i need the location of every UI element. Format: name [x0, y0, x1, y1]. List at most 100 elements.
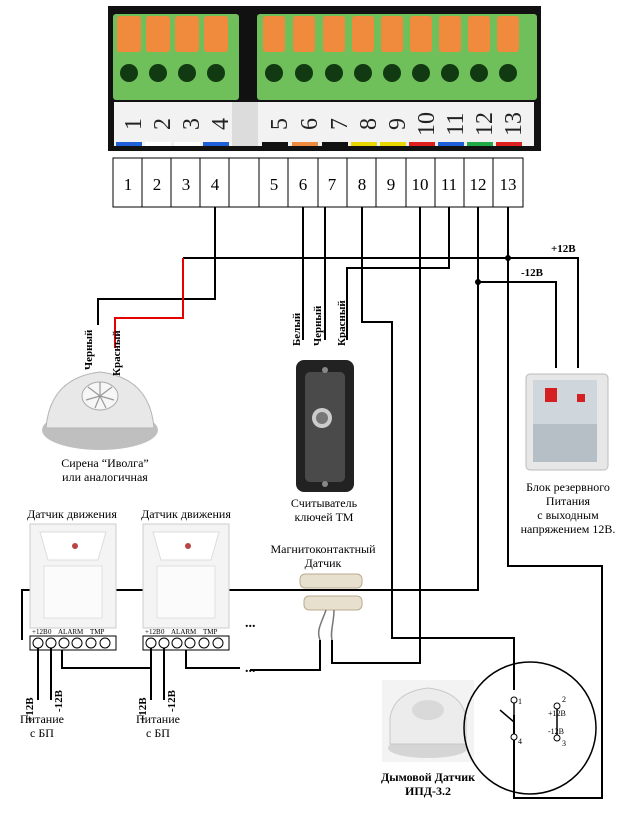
siren-caption-line1: Сирена “Иволга” — [61, 456, 149, 470]
label-reader-white: Белый — [291, 312, 303, 346]
m1-pin-p12: +12В — [32, 628, 48, 636]
motion2-power-line1: Питание — [136, 712, 180, 726]
wire-motion-bridge — [61, 650, 150, 669]
m1-pin-0: 0 — [48, 628, 52, 636]
terminal-5: 5 — [270, 175, 279, 194]
ellipsis-2: ... — [245, 661, 256, 676]
siren-caption: Сирена “Иволга” или аналогичная — [40, 456, 170, 484]
photo-num-8: 8 — [356, 118, 382, 130]
wire-siren-black — [97, 207, 216, 325]
photo-num-9: 9 — [385, 118, 411, 130]
color-marks — [116, 142, 522, 146]
smoke-caption-line1: Дымовой Датчик — [380, 770, 476, 784]
smoke-caption: Дымовой Датчик ИПД-3.2 — [372, 770, 484, 798]
wire-siren-red — [114, 258, 184, 348]
terminal-6: 6 — [299, 175, 308, 194]
m2-p12: +12В — [137, 697, 149, 722]
motion1-power: Питание с БП — [0, 712, 84, 740]
m1-m12: -12В — [53, 689, 65, 712]
wire-minus12-psu — [477, 207, 557, 368]
terminal-1: 1 — [124, 175, 133, 194]
smoke-pin4: 4 — [518, 737, 522, 746]
wire-motion2-out — [185, 650, 240, 669]
photo-num-6: 6 — [297, 118, 323, 130]
photo-num-7: 7 — [327, 118, 353, 130]
wire-plus12-psu — [508, 257, 579, 368]
motion-sensor-1 — [29, 523, 117, 629]
terminal-numbers: 1 2 3 4 5 6 7 8 9 10 11 12 13 — [124, 175, 517, 194]
wire-reader-red — [346, 207, 450, 340]
motion2-title: Датчик движения — [141, 507, 231, 521]
siren-device — [42, 371, 158, 450]
motion-pin-labels: +12В 0 ALARM TMP +12В 0 ALARM TMP — [32, 628, 218, 636]
smoke-p12: +12В — [548, 709, 566, 718]
wire-smoke-inner — [513, 715, 545, 799]
siren-caption-line2: или аналогичная — [62, 470, 148, 484]
reader-device — [296, 360, 354, 492]
photo-num-11: 11 — [443, 112, 469, 135]
psu-caption-line4: напряжением 12В. — [520, 522, 616, 536]
m2-pin-0: 0 — [161, 628, 165, 636]
motion-power-wires — [37, 648, 165, 700]
terminal-12: 12 — [470, 175, 487, 194]
magnetic-caption: Магнитоконтактный Датчик — [258, 542, 388, 570]
motion1-power-line1: Питание — [20, 712, 64, 726]
smoke-pin3: 3 — [562, 739, 566, 748]
label-reader-red: Красный — [336, 300, 348, 346]
wire-magnetic-loop — [250, 640, 321, 671]
wire-minus12-motion — [21, 282, 479, 640]
orange-levers — [117, 16, 519, 52]
photo-num-3: 3 — [179, 118, 205, 130]
terminal-3: 3 — [182, 175, 191, 194]
m2-pin-alarm: ALARM — [171, 628, 197, 636]
psu-caption-line3: с выходным — [537, 508, 599, 522]
motion1-power-line2: с БП — [30, 726, 54, 740]
motion1-title: Датчик движения — [27, 507, 117, 521]
m1-p12: +12В — [24, 697, 36, 722]
smoke-device — [382, 680, 474, 762]
m1-pin-tmp: TMP — [90, 628, 105, 636]
magnetic-device — [299, 573, 363, 641]
motion2-power: Питание с БП — [116, 712, 200, 740]
terminal-4: 4 — [211, 175, 220, 194]
label-strip — [114, 102, 534, 146]
smoke-caption-line2: ИПД-3.2 — [405, 784, 451, 798]
m1-pin-alarm: ALARM — [58, 628, 84, 636]
junction-dots — [475, 255, 511, 285]
smoke-pin2: 2 — [562, 695, 566, 704]
wire-terminal10-loop — [331, 207, 421, 664]
terminal-10: 10 — [412, 175, 429, 194]
photo-num-2: 2 — [150, 118, 176, 130]
screw-holes — [120, 64, 517, 82]
label-siren-red: Красный — [111, 330, 123, 376]
magnetic-caption-line2: Датчик — [304, 556, 342, 570]
magnetic-caption-line1: Магнитоконтактный — [270, 542, 376, 556]
reader-caption: Считыватель ключей ТМ — [268, 496, 380, 524]
motion-screws — [32, 637, 224, 649]
photo-num-4: 4 — [208, 118, 234, 130]
terminal-9: 9 — [387, 175, 396, 194]
psu-caption: Блок резервного Питания с выходным напря… — [506, 480, 630, 536]
siren-grille — [85, 382, 115, 409]
psu-device — [525, 373, 609, 471]
label-minus12: -12В — [521, 267, 544, 279]
smoke-m12: -12В — [548, 727, 564, 736]
psu-caption-line2: Питания — [545, 494, 591, 508]
m2-pin-tmp: TMP — [203, 628, 218, 636]
photo-num-5: 5 — [267, 118, 293, 130]
wire-text: +12В -12В Черный Красный Белый Черный Кр… — [24, 243, 576, 722]
m2-m12: -12В — [166, 689, 178, 712]
reader-caption-line1: Считыватель — [290, 496, 358, 510]
terminal-8: 8 — [358, 175, 367, 194]
connector-photo: 1 2 3 4 5 6 7 8 9 10 11 12 13 — [108, 6, 541, 151]
photo-numbers: 1 2 3 4 5 6 7 8 9 10 11 12 13 — [121, 112, 527, 136]
photo-num-10: 10 — [414, 112, 440, 136]
terminal-2: 2 — [153, 175, 162, 194]
smoke-pin-labels: 1 2 +12В -12В 3 4 — [518, 695, 566, 748]
psu-caption-line1: Блок резервного — [526, 480, 610, 494]
reader-caption-line2: ключей ТМ — [294, 510, 354, 524]
photo-num-13: 13 — [501, 112, 527, 136]
terminal-13: 13 — [500, 175, 517, 194]
